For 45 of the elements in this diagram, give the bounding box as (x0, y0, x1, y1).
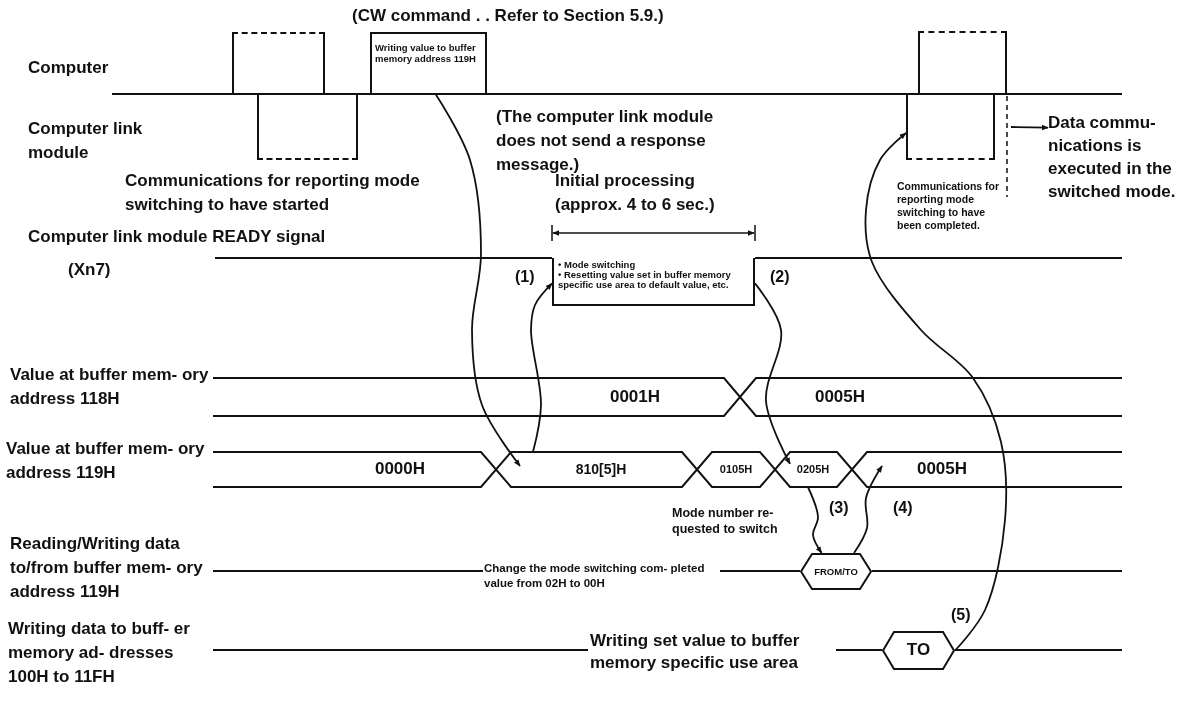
arrow (530, 282, 553, 453)
note-text: Communications for reporting mode switching to have started (125, 170, 421, 216)
instruction-label: TO (906, 640, 931, 661)
frame-text: • Mode switching (558, 260, 636, 270)
edge-label: (3) (828, 499, 850, 517)
bus-value: 0001H (609, 386, 661, 408)
row-label: Value at buffer mem- ory address 118H (10, 364, 210, 410)
arrow (864, 132, 1008, 652)
row-label: Computer link module READY signal (28, 226, 327, 248)
message-frame (370, 32, 487, 94)
bus-value: 0005H (814, 386, 866, 408)
note-text: Communications for reporting mode switching to have been completed. (897, 180, 1001, 233)
arrow (434, 93, 521, 467)
note-text: Data commu- nications is executed in the switched mode. (1048, 112, 1177, 203)
note-text: Change the mode switching com- pleted value from 02H to 00H (484, 561, 706, 591)
bus-value: 0000H (374, 459, 426, 480)
signal-low-pulse (552, 258, 755, 306)
edge-label: (2) (769, 268, 791, 286)
edge-label: (1) (514, 268, 536, 286)
arrow (754, 282, 791, 465)
arrow (807, 486, 823, 554)
bus-value: 0205H (796, 462, 830, 477)
response-frame (257, 94, 358, 160)
edge-label: (4) (892, 499, 914, 517)
edge-label: (5) (950, 606, 972, 624)
row-label: Value at buffer mem- ory address 119H (6, 438, 206, 484)
row-label: Computer link module (28, 118, 144, 164)
message-frame (232, 32, 325, 94)
row-label: Computer (28, 57, 110, 79)
row-label: (Xn7) (68, 259, 112, 281)
note-text: Writing set value to buffer memory specific use area (590, 630, 801, 675)
message-frame (918, 31, 1007, 94)
bus-value: 0105H (719, 462, 753, 477)
instruction-label: FROM/TO (814, 565, 858, 578)
note-text: Mode number re- quested to switch (672, 505, 779, 538)
arrow (853, 465, 883, 554)
response-frame (906, 94, 995, 160)
bus-value: 810[5]H (575, 461, 627, 478)
row-label: Reading/Writing data to/from buffer mem- ory address 119H (10, 533, 204, 603)
arrow (1010, 124, 1049, 131)
note-text: (CW command . . Refer to Section 5.9.) (352, 5, 665, 27)
bus-value: 0005H (916, 459, 968, 480)
frame-text: • Resetting value set in buffer memory specific use area to default value, etc. (558, 269, 732, 290)
row-label: Writing data to buff- er memory ad- dresses 100H to 11FH (8, 618, 191, 688)
frame-text: Writing value to buffer memory address 119H (375, 42, 477, 65)
